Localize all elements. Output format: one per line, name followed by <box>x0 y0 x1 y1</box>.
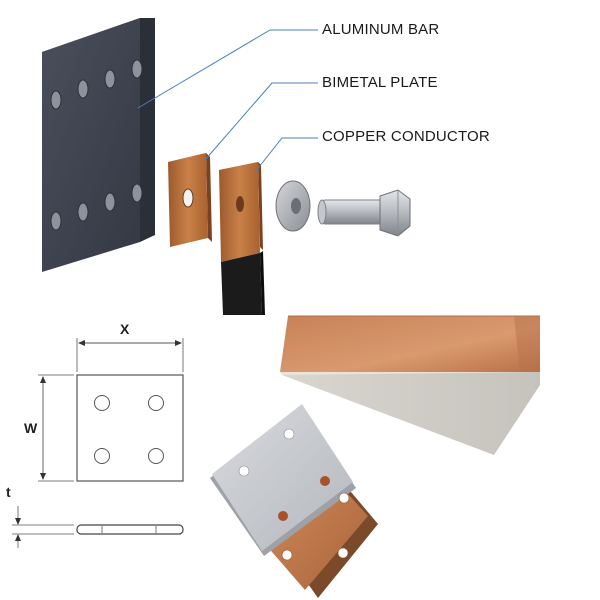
aluminum-bar-label: ALUMINUM BAR <box>322 21 440 38</box>
washer <box>275 180 311 232</box>
clad-sheet-photo <box>280 315 540 455</box>
bimetal-plate-label: BIMETAL PLATE <box>322 74 438 91</box>
bimetal-plate <box>168 153 212 247</box>
bimetal-plates-photo <box>210 404 378 598</box>
dimension-w-label: W <box>24 420 38 436</box>
aluminum-bar <box>42 18 155 272</box>
technical-drawing <box>12 338 184 548</box>
copper-conductor <box>219 162 265 315</box>
dimension-x-label: X <box>120 321 130 337</box>
bolt <box>317 189 411 237</box>
dimension-t-label: t <box>6 484 11 500</box>
copper-conductor-label: COPPER CONDUCTOR <box>322 128 490 145</box>
leader-lines <box>137 29 318 173</box>
